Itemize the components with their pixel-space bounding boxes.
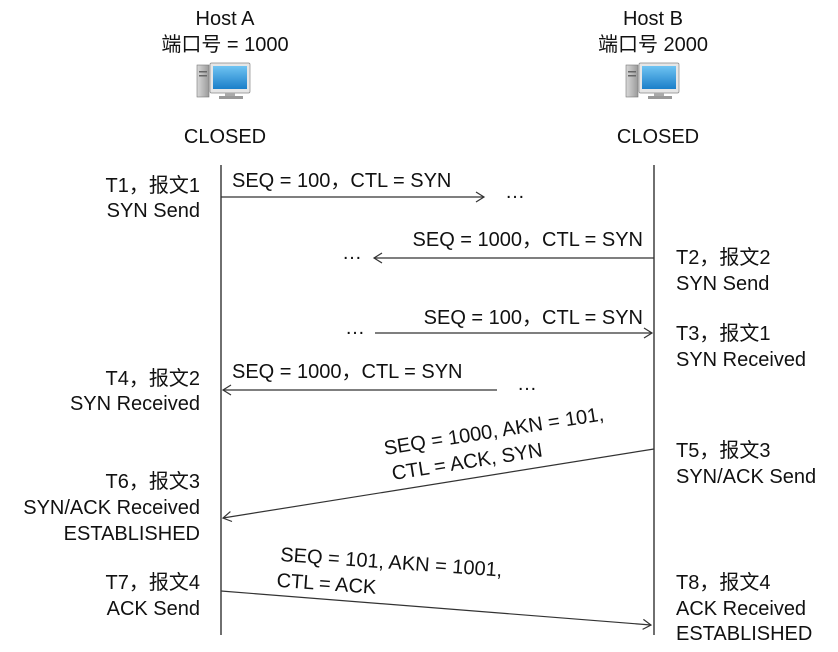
event-line: ACK Received xyxy=(676,598,806,620)
event-line: SYN/ACK Received xyxy=(23,497,200,519)
event-line: SYN Received xyxy=(676,349,806,371)
event-line: SYN Send xyxy=(107,200,200,222)
host-a-port: 端口号 = 1000 xyxy=(161,33,288,56)
host-b-computer-icon xyxy=(625,62,680,100)
message-label: SEQ = 1000，CTL = SYN xyxy=(413,229,643,251)
event-line: ACK Send xyxy=(107,598,200,620)
event-line: T2，报文2 xyxy=(676,246,770,269)
right-event-t8: T8，报文4 ACK Received ESTABLISHED xyxy=(676,571,812,645)
right-event-t3: T3，报文1 SYN Received xyxy=(676,322,806,371)
host-b-port: 端口号 2000 xyxy=(598,33,708,56)
host-a-name: Host A xyxy=(196,8,256,30)
message-label: SEQ = 100，CTL = SYN xyxy=(424,307,643,329)
ellipsis-marker: … xyxy=(505,181,526,203)
message-1-syn-a-to-b: SEQ = 100，CTL = SYN … xyxy=(221,170,526,203)
arrow-head xyxy=(372,252,383,264)
left-event-t7: T7，报文4 ACK Send xyxy=(106,571,200,620)
arrow-head xyxy=(221,384,232,396)
event-line: T5，报文3 xyxy=(676,439,770,462)
message-3-syn-a-to-b: SEQ = 100，CTL = SYN … xyxy=(345,307,654,339)
right-event-t2: T2，报文2 SYN Send xyxy=(676,246,770,295)
right-event-t5: T5，报文3 SYN/ACK Send xyxy=(676,439,816,488)
ellipsis-marker: … xyxy=(345,317,366,339)
arrow-head xyxy=(643,327,654,339)
event-line: T3，报文1 xyxy=(676,322,770,345)
arrow-head xyxy=(475,191,486,203)
message-6-ack-a-to-b: SEQ = 101, AKN = 1001, CTL = ACK xyxy=(220,544,653,630)
host-a-state: CLOSED xyxy=(184,126,266,148)
ellipsis-marker: … xyxy=(517,373,538,395)
message-5-synack-b-to-a: SEQ = 1000, AKN = 101, CTL = ACK, SYN xyxy=(221,403,655,523)
host-b-state: CLOSED xyxy=(617,126,699,148)
host-b-name: Host B xyxy=(623,8,683,30)
event-line: SYN/ACK Send xyxy=(676,466,816,488)
ellipsis-marker: … xyxy=(342,242,363,264)
event-line: T8，报文4 xyxy=(676,571,770,594)
message-arrow xyxy=(222,448,655,519)
message-label: SEQ = 100，CTL = SYN xyxy=(232,170,451,192)
message-2-syn-b-to-a: SEQ = 1000，CTL = SYN … xyxy=(342,229,654,264)
event-line: T6，报文3 xyxy=(106,470,200,493)
left-event-t1: T1，报文1 SYN Send xyxy=(106,174,200,222)
event-line: ESTABLISHED xyxy=(676,623,812,645)
message-arrow xyxy=(220,590,652,626)
left-event-t6: T6，报文3 SYN/ACK Received ESTABLISHED xyxy=(23,470,200,545)
arrow-head xyxy=(642,618,653,630)
event-line: SYN Received xyxy=(70,393,200,415)
event-line: T4，报文2 xyxy=(106,367,200,390)
host-a-computer-icon xyxy=(196,62,251,100)
message-label: SEQ = 1000，CTL = SYN xyxy=(232,361,462,383)
left-event-t4: T4，报文2 SYN Received xyxy=(70,367,200,415)
arrow-head xyxy=(221,511,233,523)
event-line: T1，报文1 xyxy=(106,174,200,197)
message-label: CTL = ACK xyxy=(276,570,378,599)
event-line: SYN Send xyxy=(676,273,769,295)
event-line: ESTABLISHED xyxy=(64,523,200,545)
message-4-syn-b-to-a: SEQ = 1000，CTL = SYN … xyxy=(221,361,538,396)
event-line: T7，报文4 xyxy=(106,571,200,594)
